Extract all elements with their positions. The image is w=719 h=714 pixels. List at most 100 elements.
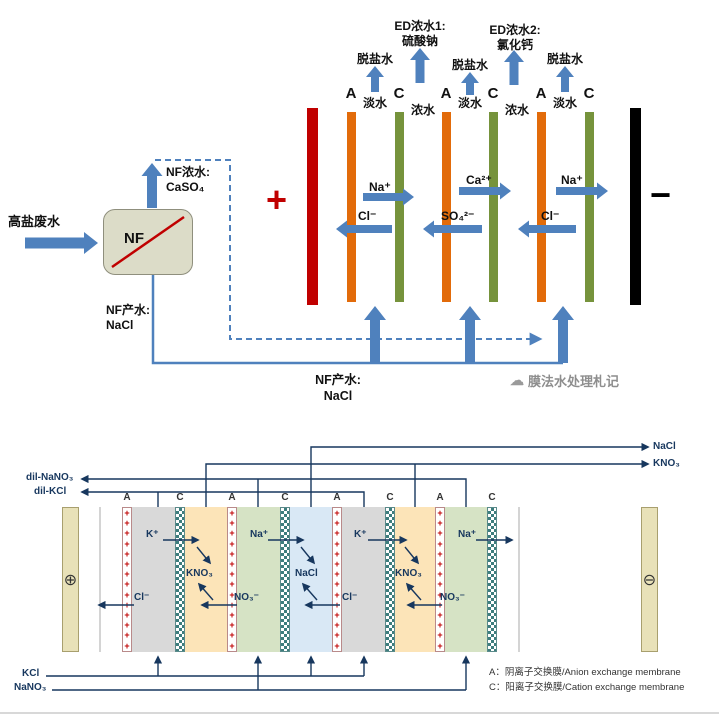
dil-nano3-outlet-pipe [80, 474, 467, 507]
desalted-water-label-2: 脱盐水 [451, 58, 488, 72]
ed-conc1-up-arrow [410, 48, 430, 83]
desalted-water-label-3: 脱盐水 [546, 52, 583, 66]
ed-conc2-up-arrow [504, 50, 524, 85]
kno3-outlet-pipe [205, 459, 650, 507]
desalted-up-arrow-2 [461, 72, 479, 95]
anode-circle-plus-icon: ⊕ [63, 571, 78, 589]
bottom-letter-a4: A [436, 492, 444, 503]
cation-membrane-bar-2 [489, 112, 498, 302]
kno3-product-label-2: KNO₃ [395, 568, 422, 579]
feed-label: 高盐废水 [8, 214, 61, 229]
anion-membrane-a3: + + + + + + + + + + + + + + [332, 507, 342, 652]
bottom-letter-a3: A [333, 492, 341, 503]
nf-product-side-label: NF产水: NaCl [106, 303, 150, 333]
no3-ion-label-1: NO₃⁻ [234, 592, 259, 603]
watermark: ☁ 膜法水处理札记 [510, 371, 619, 390]
bottom-letter-c3: C [386, 492, 394, 503]
ed-concentrate1-line1: ED浓水1: [394, 19, 446, 33]
desalted-water-label-1: 脱盐水 [356, 52, 393, 66]
cl-ion-label-1: Cl⁻ [134, 592, 150, 603]
bottom-letter-c2: C [281, 492, 289, 503]
membrane-letter-c3: C [583, 85, 595, 102]
na-ion-label-1: Na⁺ [250, 529, 269, 540]
ed-concentrate2-line2: 氯化钙 [496, 38, 533, 52]
bottom-letter-a1: A [123, 492, 131, 503]
cathode-bar [630, 108, 641, 305]
nf-product-bottom-line1: NF产水: [315, 373, 361, 387]
kno3-outlet-label: KNO₃ [653, 458, 680, 469]
nf-concentrate-line2: CaSO₄ [166, 180, 205, 194]
dil-nano3-chamber-2 [445, 507, 487, 652]
kno3-chamber-1 [185, 507, 227, 652]
right-electrode: ⊖ [641, 507, 658, 652]
feed-up-arrow-2 [459, 306, 481, 363]
bottom-letter-c4: C [488, 492, 496, 503]
nacl-outlet-label: NaCl [653, 441, 676, 452]
anode-bar [307, 108, 318, 305]
membrane-letter-a2: A [440, 85, 452, 102]
na-ion-label-2: Na⁺ [458, 529, 477, 540]
nano3-feed-label: NaNO₃ [14, 682, 47, 693]
so4-ion-label: SO₄²⁻ [441, 209, 475, 223]
cl-ion-label-2: Cl⁻ [342, 592, 358, 603]
nacl-outlet-pipe [310, 442, 650, 507]
desalted-up-arrow-1 [366, 66, 384, 92]
bottom-letter-c1: C [176, 492, 184, 503]
membrane-letter-a3: A [535, 85, 547, 102]
nacl-chamber [290, 507, 332, 652]
cation-membrane-c3 [385, 507, 395, 652]
nacl-product-label: NaCl [295, 568, 318, 579]
cl-ion-label-1: Cl⁻ [358, 209, 377, 223]
chamber-label-dilute-2: 淡水 [457, 96, 482, 110]
kno3-product-label-1: KNO₃ [186, 568, 213, 579]
cation-membrane-c1 [175, 507, 185, 652]
k-ion-label-1: K⁺ [146, 529, 159, 540]
cloud-icon: ☁ [510, 372, 524, 388]
cation-membrane-bar-1 [395, 112, 404, 302]
k-ion-label-2: K⁺ [354, 529, 367, 540]
dil-kcl-chamber-1 [132, 507, 175, 652]
ca-ion-label: Ca²⁺ [466, 173, 492, 187]
nf-product-side-line2: NaCl [106, 318, 134, 332]
cl-ion-label-2: Cl⁻ [541, 209, 560, 223]
anion-membrane-bar-3 [537, 112, 546, 302]
anion-membrane-a1: + + + + + + + + + + + + + + [122, 507, 132, 652]
nf-concentrate-line1: NF浓水: [166, 165, 210, 179]
anion-membrane-bar-1 [347, 112, 356, 302]
dil-kcl-chamber-2 [342, 507, 385, 652]
no3-ion-label-2: NO₃⁻ [440, 592, 465, 603]
kcl-feed-label: KCl [22, 668, 40, 679]
ed-concentrate2-label: ED浓水2: 氯化钙 [483, 23, 547, 53]
nf-unit-box: NF [103, 209, 193, 275]
nf-unit-label: NF [124, 230, 144, 247]
nf-product-bottom-label: NF产水: NaCl [306, 373, 370, 404]
nf-product-side-line1: NF产水: [106, 303, 150, 317]
kno3-chamber-2 [395, 507, 435, 652]
feed-up-arrow-3 [552, 306, 574, 363]
anode-plus-sign: + [266, 179, 288, 220]
feed-arrow [25, 232, 98, 254]
dil-nano3-outlet-label: dil-NaNO₃ [26, 472, 74, 483]
membrane-letter-c1: C [393, 85, 405, 102]
left-electrode: ⊕ [62, 507, 79, 652]
cation-membrane-c2 [280, 507, 290, 652]
dil-kcl-outlet-label: dil-KCl [34, 486, 67, 497]
nf-product-pipe [151, 275, 563, 365]
ed-concentrate2-line1: ED浓水2: [489, 23, 541, 37]
cation-membrane-c4 [487, 507, 497, 652]
nf-concentrate-up-arrow [141, 163, 163, 208]
anion-membrane-a2: + + + + + + + + + + + + + + [227, 507, 237, 652]
cation-membrane-bar-3 [585, 112, 594, 302]
nf-concentrate-label: NF浓水: CaSO₄ [166, 165, 210, 195]
anion-membrane-bar-2 [442, 112, 451, 302]
chamber-label-dilute-3: 淡水 [552, 96, 577, 110]
na-ion-label-2: Na⁺ [561, 173, 583, 187]
chamber-label-dilute-1: 淡水 [362, 96, 387, 110]
legend-cation-membrane: C：阳离子交换膜/Cation exchange membrane [489, 682, 685, 693]
cathode-minus-sign: − [650, 174, 672, 215]
chamber-label-concentrate-1: 浓水 [410, 103, 435, 117]
ed-concentrate1-label: ED浓水1: 硫酸钠 [388, 19, 452, 49]
bottom-letter-a2: A [228, 492, 236, 503]
feed-up-arrow-1 [364, 306, 386, 363]
